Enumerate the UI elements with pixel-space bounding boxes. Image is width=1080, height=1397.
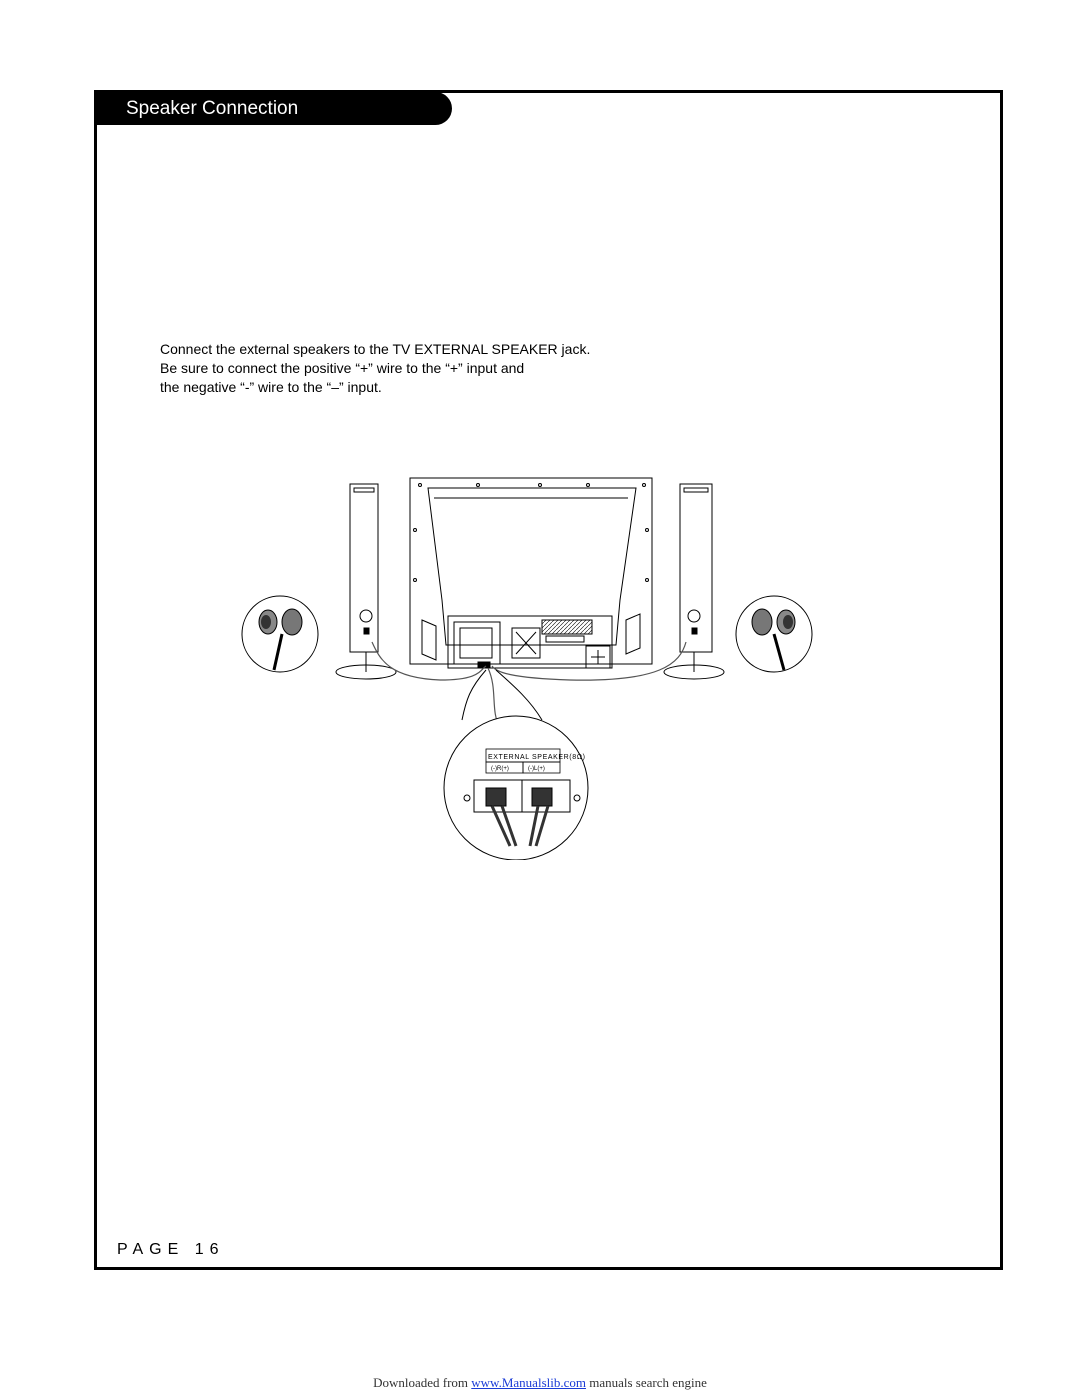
speaker-connection-diagram: EXTERNAL SPEAKER(8Ω) (-)R(+) (-)L(+): [241, 477, 813, 860]
instruction-line-1: Connect the external speakers to the TV …: [160, 341, 591, 357]
instruction-text: Connect the external speakers to the TV …: [160, 340, 591, 397]
page-border: [94, 90, 1003, 1270]
tv-rear-icon: [409, 477, 653, 669]
plug-left-icon: [241, 595, 319, 673]
section-title-tab: [94, 92, 452, 125]
page-number: PAGE 16: [117, 1241, 225, 1258]
speaker-left-icon: [335, 483, 397, 680]
right-terminal-label: (-)R(+): [491, 766, 509, 772]
plug-right-icon: [735, 595, 813, 673]
speaker-right-icon: [663, 483, 725, 680]
jack-name: TV EXTERNAL SPEAKER: [392, 341, 558, 357]
speaker-cables: [371, 641, 687, 729]
left-terminal-label: (-)L(+): [528, 766, 545, 772]
terminal-zoom-icon: EXTERNAL SPEAKER(8Ω) (-)R(+) (-)L(+): [443, 669, 589, 860]
source-footer: Downloaded from www.Manualslib.com manua…: [373, 1375, 707, 1390]
section-title: Speaker Connection: [126, 98, 299, 119]
terminal-panel-label: EXTERNAL SPEAKER(8Ω): [488, 754, 586, 761]
instruction-line-3: the negative “-” wire to the “–” input.: [160, 379, 382, 395]
manualslib-link[interactable]: www.Manualslib.com: [471, 1375, 586, 1390]
instruction-line-2: Be sure to connect the positive “+” wire…: [160, 360, 525, 376]
